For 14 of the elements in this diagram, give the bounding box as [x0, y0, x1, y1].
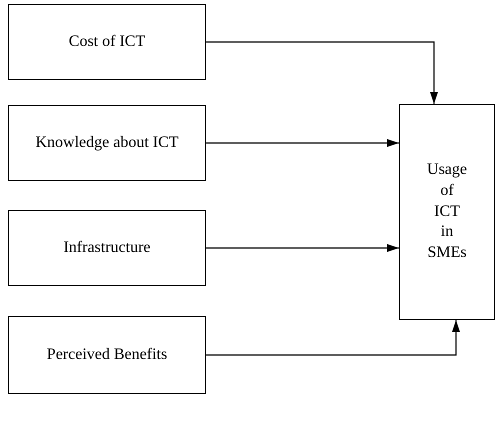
box-label: Infrastructure [63, 238, 151, 258]
process-box [399, 104, 495, 320]
box-label: Perceived Benefits [46, 344, 168, 365]
box-label: Cost of ICT [68, 32, 146, 52]
box-label: Usage of ICT in SMEs [427, 160, 467, 264]
arrow [206, 244, 399, 252]
arrow [206, 41, 438, 104]
process-box [8, 210, 206, 286]
process-box [8, 4, 206, 80]
arrow [206, 320, 460, 356]
arrow [206, 139, 399, 147]
process-box [8, 316, 206, 394]
process-box [8, 105, 206, 181]
box-label: Knowledge about ICT [35, 132, 179, 153]
